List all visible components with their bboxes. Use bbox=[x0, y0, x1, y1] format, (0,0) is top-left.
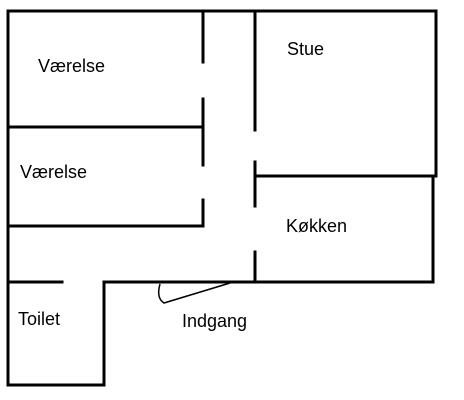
entrance-door-swing bbox=[157, 282, 231, 304]
room-label-living-room: Stue bbox=[287, 39, 324, 59]
room-label-toilet: Toilet bbox=[18, 309, 60, 329]
room-label-bedroom-1: Værelse bbox=[38, 56, 105, 76]
entrance-label: Indgang bbox=[182, 311, 247, 331]
room-label-bedroom-2: Værelse bbox=[20, 162, 87, 182]
walls bbox=[6, 9, 438, 387]
room-label-kitchen: Køkken bbox=[286, 216, 347, 236]
